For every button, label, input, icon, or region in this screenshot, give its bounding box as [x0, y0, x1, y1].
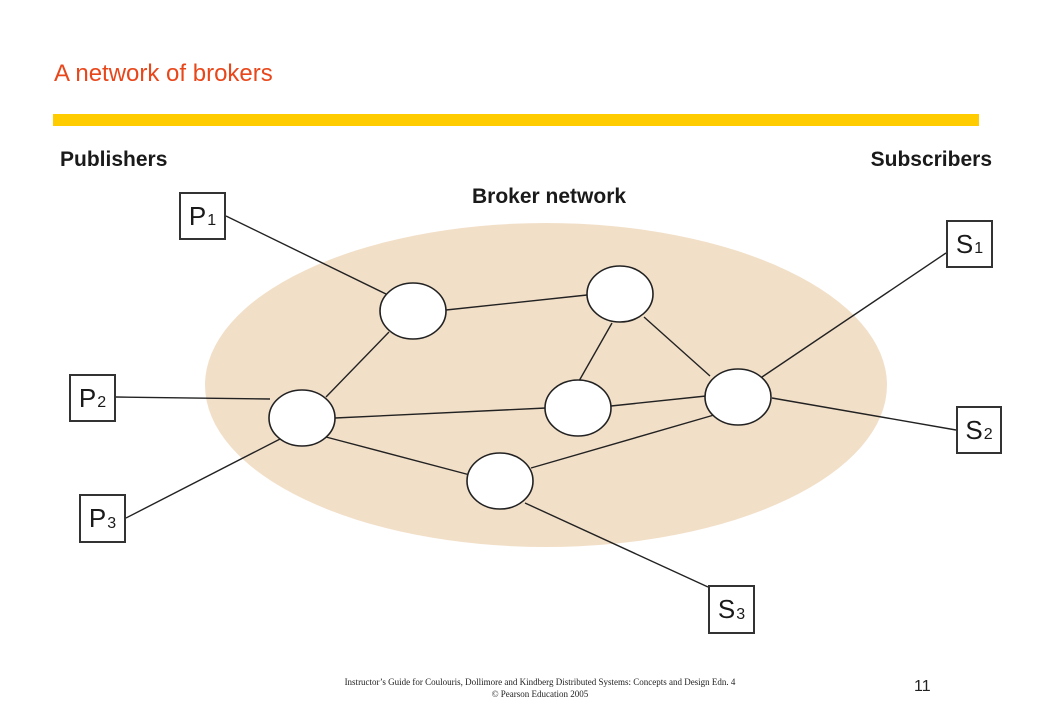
publisher-letter: P [88, 503, 107, 533]
subscriber-letter: S [965, 414, 983, 445]
edge-broker [610, 395, 707, 407]
edge-broker [334, 407, 547, 419]
broker-node [704, 368, 772, 426]
publisher-index: 3 [107, 514, 117, 532]
edge-broker [643, 316, 711, 377]
subscribers-label: Subscribers [870, 148, 992, 171]
subscriber-letter: S [955, 228, 974, 259]
broker-node [268, 389, 336, 447]
title-rule [53, 114, 979, 126]
edge-broker-s3 [524, 502, 709, 588]
edge-p3-broker [125, 437, 283, 519]
page-number: 11 [914, 678, 931, 695]
edge-broker [530, 414, 715, 469]
subscriber-index: 1 [974, 240, 984, 257]
footer-citation: Instructor’s Guide for Coulouris, Dollim… [200, 676, 880, 700]
broker-node [586, 265, 654, 323]
edge-broker [445, 294, 588, 311]
broker-nodes [268, 265, 772, 510]
publishers-label: Publishers [60, 148, 168, 171]
edge-broker [325, 331, 390, 398]
broker-network-label: Broker network [472, 185, 627, 208]
connection-lines [115, 215, 957, 588]
footer-line-2: © Pearson Education 2005 [491, 689, 589, 699]
publisher-index: 2 [97, 394, 107, 411]
subscriber-index: 3 [736, 605, 746, 623]
edge-p2-broker [115, 396, 271, 400]
edge-broker-s1 [761, 252, 947, 378]
footer-line-1: Instructor’s Guide for Coulouris, Dollim… [344, 677, 736, 687]
publisher-index: 1 [207, 212, 217, 229]
slide-title: A network of brokers [54, 60, 273, 87]
publisher-letter: P [78, 382, 97, 413]
broker-node [466, 452, 534, 510]
edge-broker-s2 [771, 397, 957, 431]
publisher-letter: P [188, 200, 207, 231]
broker-network-region [205, 223, 887, 547]
subscriber-index: 2 [983, 426, 993, 443]
subscriber-letter: S [717, 594, 736, 624]
edge-p1-broker [225, 215, 387, 295]
broker-node [544, 379, 612, 437]
edge-broker [578, 322, 613, 382]
edge-broker [325, 436, 471, 476]
broker-node [379, 282, 447, 340]
